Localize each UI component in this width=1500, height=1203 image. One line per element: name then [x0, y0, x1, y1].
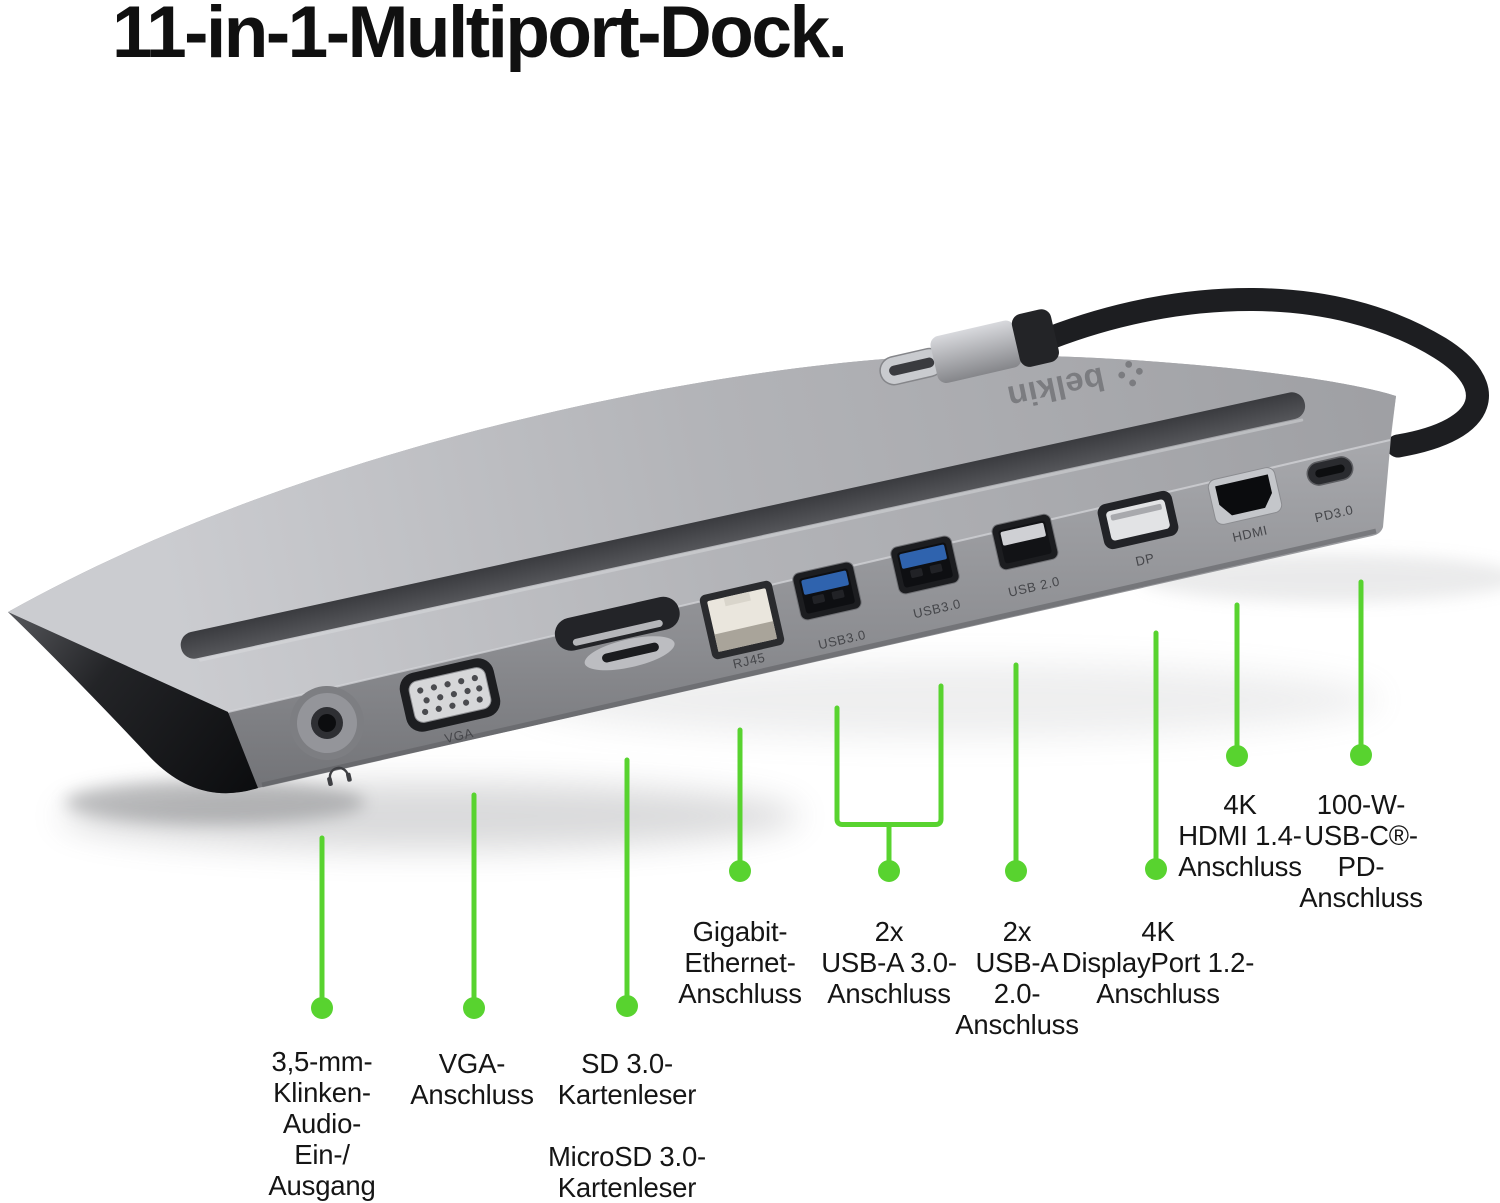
callout-label-usb2: 2x USB-A 2.0- Anschluss: [955, 916, 1079, 1040]
callout-label-hdmi: 4K HDMI 1.4- Anschluss: [1178, 789, 1302, 882]
usb3-port-2: [890, 535, 960, 595]
callout-line-usb3-bracket: [834, 683, 944, 882]
callout-line-usb2: [1005, 662, 1027, 882]
callout-line-vga: [463, 792, 485, 1019]
callout-dot-usb2: [1005, 860, 1027, 882]
callout-dot-hdmi: [1226, 745, 1248, 767]
callout-dot-vga: [463, 997, 485, 1019]
callout-label-usb3: 2x USB-A 3.0- Anschluss: [821, 916, 957, 1009]
usb3-port-1: [792, 561, 862, 621]
usb-c-plug-collar: [1011, 309, 1059, 367]
usb-c-pd-port: [1306, 456, 1354, 486]
callout-label-dp: 4K DisplayPort 1.2- Anschluss: [1061, 916, 1255, 1009]
callout-line-sd: [616, 757, 638, 1017]
usb-c-cable: [1038, 288, 1489, 458]
vga-port: [399, 658, 501, 732]
callout-dot-usb3: [878, 860, 900, 882]
callout-dot-dp: [1145, 858, 1167, 880]
hdmi-port: [1207, 467, 1283, 525]
usb-c-plug-barrel: [930, 320, 1022, 384]
callout-label-pd: 100-W- USB-C®- PD- Anschluss: [1299, 789, 1423, 913]
sd-card-edge: [572, 619, 663, 646]
brand-logo-mark: [1118, 360, 1143, 387]
callout-dot-audio: [311, 997, 333, 1019]
dock-body: belkin: [8, 354, 1396, 794]
callout-label-sd: SD 3.0- Kartenleser MicroSD 3.0- Kartenl…: [547, 1048, 707, 1203]
callout-lines: [311, 579, 1372, 1019]
ethernet-port-label: RJ45: [731, 650, 766, 672]
usb2-port: [991, 513, 1059, 571]
callout-label-audio: 3,5-mm- Klinken- Audio- Ein-/ Ausgang: [268, 1046, 376, 1201]
callout-line-pd: [1350, 579, 1372, 766]
top-rubber-pad-reflection: [199, 418, 1304, 662]
callout-line-dp: [1145, 630, 1167, 880]
callout-line-ethernet: [729, 727, 751, 882]
audio-jack-port: [290, 686, 364, 760]
microsd-slot: [602, 642, 659, 663]
callout-dot-pd: [1350, 744, 1372, 766]
vga-port-label: VGA: [443, 725, 475, 746]
callout-line-hdmi: [1226, 602, 1248, 767]
dock-left-end-cap: [8, 612, 258, 794]
callout-label-vga: VGA- Anschluss: [410, 1048, 534, 1110]
displayport-port-label: DP: [1134, 550, 1156, 569]
sd-card-slots: [554, 596, 680, 671]
callout-label-ethernet: Gigabit- Ethernet- Anschluss: [678, 916, 802, 1009]
dock-bottom-edge-shade: [261, 528, 1377, 788]
displayport-port: [1097, 490, 1179, 550]
page-title: 11-in-1-Multiport-Dock.: [112, 0, 848, 73]
headphone-icon: [327, 766, 352, 786]
top-rubber-pad: [180, 392, 1306, 659]
usb-c-plug: [879, 309, 1059, 386]
usb-c-plug-tip-slot: [889, 357, 935, 376]
callout-dot-ethernet: [729, 860, 751, 882]
ethernet-port: [699, 580, 785, 660]
callout-line-audio: [311, 835, 333, 1019]
callout-dot-sd: [616, 995, 638, 1017]
